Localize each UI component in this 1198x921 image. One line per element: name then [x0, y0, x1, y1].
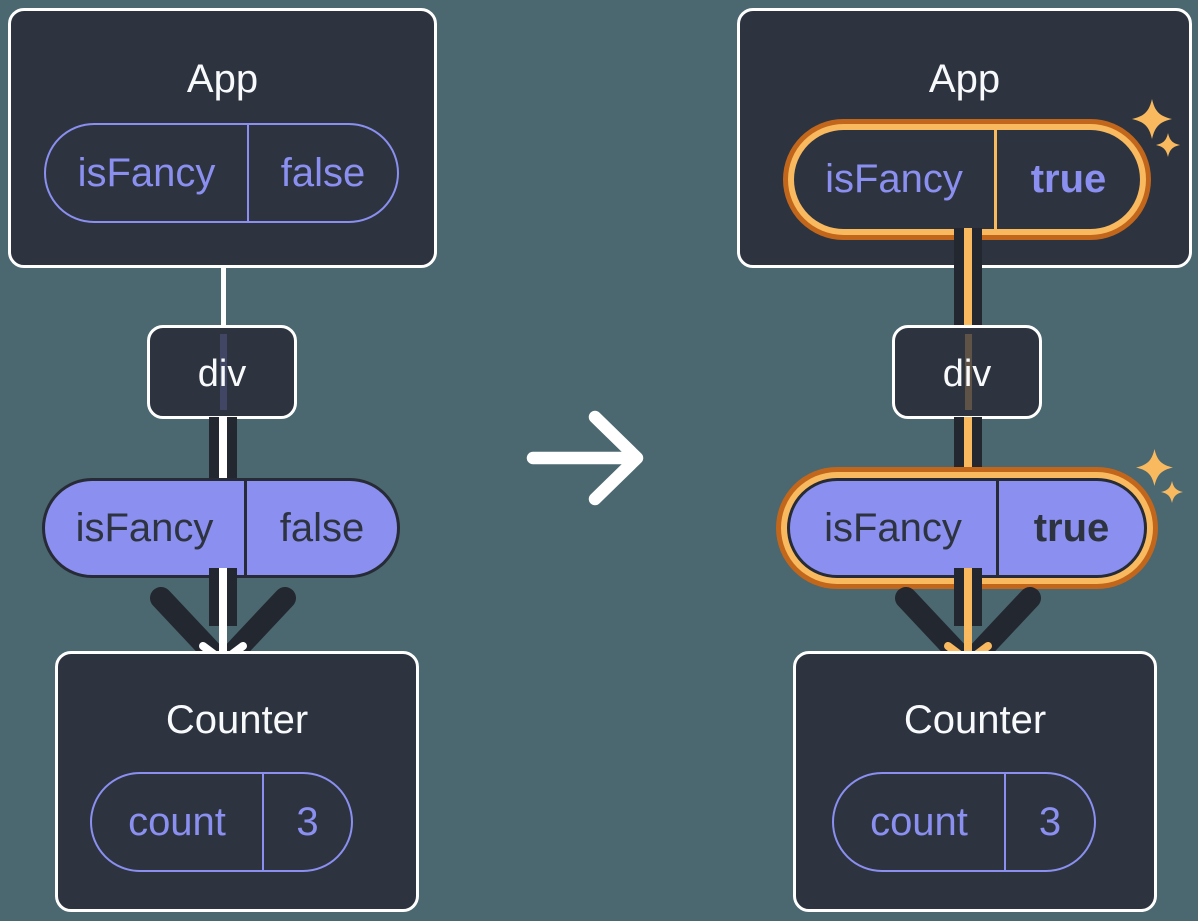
prop-flow-line [219, 417, 227, 479]
state-value: true [1030, 157, 1107, 201]
edge-app-to-div [221, 266, 226, 328]
app-component-box: App isFancy false [8, 8, 437, 268]
prop-flow-line [964, 417, 972, 479]
prop-name: isFancy [790, 481, 999, 575]
prop-pill-highlighted: isFancy true [787, 478, 1147, 578]
app-state-pill-highlighted: isFancy true [794, 130, 1140, 229]
counter-component-box: Counter count 3 [55, 651, 419, 912]
div-node-box: div [147, 325, 297, 419]
state-value: 3 [1038, 799, 1062, 844]
counter-state-pill: count 3 [90, 772, 353, 872]
edge-div-to-prop [209, 417, 237, 479]
app-title: App [928, 57, 1001, 101]
prop-flow-line [964, 228, 972, 325]
sparkle-icon [1156, 133, 1180, 157]
app-title: App [186, 57, 259, 101]
state-name: count [834, 774, 1006, 870]
prop-name: isFancy [45, 481, 247, 575]
app-component-box: App isFancy true [737, 8, 1192, 268]
div-label: div [942, 353, 992, 395]
state-name: count [92, 774, 264, 870]
counter-title: Counter [903, 698, 1047, 742]
state-value: false [280, 150, 366, 195]
counter-component-box: Counter count 3 [793, 651, 1157, 912]
prop-pass-through-trace [965, 334, 972, 410]
div-node-box: div [892, 325, 1042, 419]
state-name: isFancy [794, 130, 997, 229]
prop-value: true [1033, 505, 1110, 550]
sparkle-icon [1161, 481, 1183, 503]
sparkle-icon [1132, 99, 1172, 139]
prop-pass-through-trace [220, 334, 227, 410]
sparkle-icon [1136, 449, 1173, 486]
div-label: div [197, 353, 247, 395]
transition-arrow-icon [526, 410, 644, 506]
app-state-pill: isFancy false [44, 123, 399, 223]
state-name: isFancy [46, 125, 249, 221]
counter-title: Counter [165, 698, 309, 742]
state-value: 3 [296, 799, 319, 844]
edge-app-to-div [954, 228, 982, 325]
counter-state-pill: count 3 [832, 772, 1096, 872]
prop-value: false [279, 505, 365, 550]
edge-div-to-prop [954, 417, 982, 479]
